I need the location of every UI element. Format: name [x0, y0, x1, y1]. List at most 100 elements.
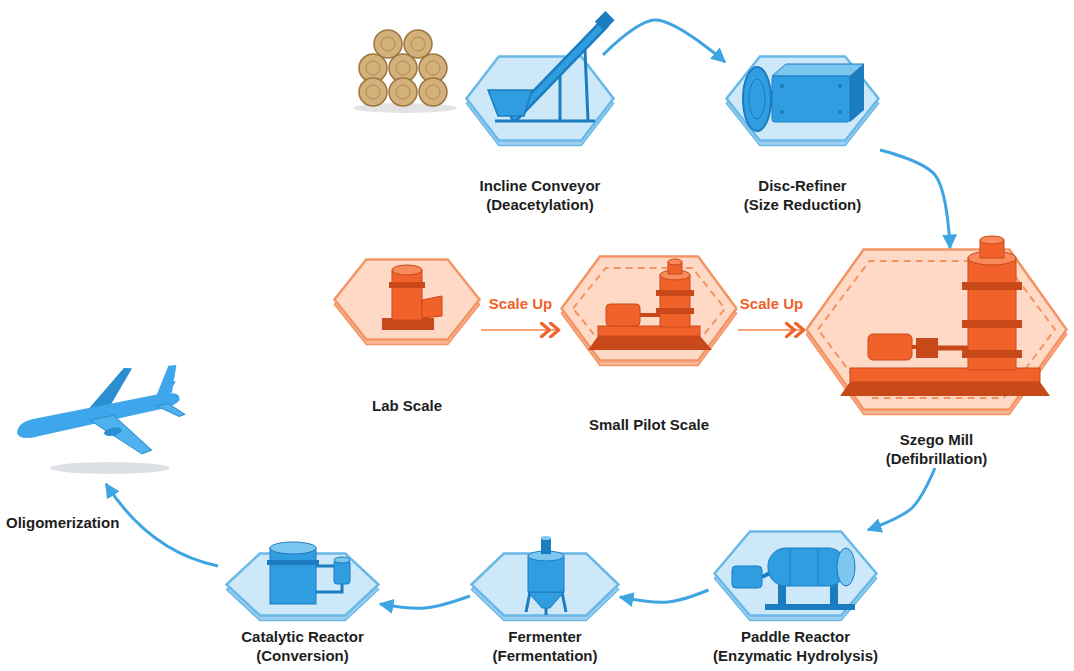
szego-mill-illustration-part: [868, 334, 912, 360]
fermenter-illustration-part: [541, 538, 551, 554]
hexagon-outline: [725, 55, 880, 147]
hay-bales-part: [411, 37, 425, 51]
equipment-name: Szego Mill: [900, 430, 973, 449]
conveyor-illustration-part: [595, 11, 615, 31]
label-stack: Szego Mill(Defibrillation): [805, 248, 1068, 468]
process-hexagon: Disc-Refiner(Size Reduction): [725, 55, 880, 214]
hay-bales-part: [404, 30, 432, 58]
process-hexagon: Lab Scale: [333, 258, 481, 415]
process-name: (Defibrillation): [886, 449, 988, 468]
catalytic-reactor-illustration-part: [334, 560, 350, 584]
hexagon-face: [562, 257, 737, 361]
process-hexagon: Paddle Reactor(Enzymatic Hydrolysis): [709, 530, 883, 665]
flow-arrow-to-airplane: [106, 484, 218, 566]
hay-bales-part: [396, 61, 410, 75]
hexagon-outline: [560, 255, 738, 367]
scale-up-arrow: [481, 329, 560, 331]
catalytic-reactor-illustration-part: [270, 548, 316, 604]
disc-refiner-illustration-part: [772, 76, 850, 122]
disc-refiner-illustration-part: [780, 84, 784, 88]
hay-bales-part: [381, 37, 395, 51]
paddle-reactor-illustration-part: [778, 584, 786, 606]
paddle-reactor-illustration-part: [830, 584, 838, 606]
szego-mill-illustration-part: [912, 345, 916, 349]
flow-arrow: [620, 590, 709, 602]
pilot-mill-illustration-part: [660, 275, 690, 327]
hay-bales-part: [366, 85, 380, 99]
pilot-mill-illustration-part: [588, 336, 712, 350]
airplane-illustration-part-part: [90, 409, 152, 463]
equipment-name: Lab Scale: [372, 396, 442, 415]
hay-bales-part: [359, 78, 387, 106]
hexagon-face: [467, 57, 614, 141]
label-stack: Paddle Reactor(Enzymatic Hydrolysis): [709, 530, 883, 665]
hay-bales-part: [389, 78, 417, 106]
catalytic-reactor-illustration-part: [267, 560, 319, 565]
hexagon-outline: [225, 552, 380, 622]
airplane-illustration-part-part: [15, 388, 181, 440]
hexagon-outline: [465, 55, 615, 147]
flow-arrow: [603, 20, 725, 62]
szego-mill-illustration-part: [962, 350, 1022, 358]
lab-mill-illustration-part: [392, 270, 422, 320]
hay-bales-part: [396, 85, 410, 99]
label-stack: Catalytic Reactor(Conversion): [225, 552, 380, 665]
hexagon-outline: [470, 552, 620, 622]
edge-label: Scale Up: [486, 294, 555, 313]
disc-refiner-illustration-part: [838, 110, 842, 114]
hay-bales-part: [426, 61, 440, 75]
fermenter-illustration-part: [541, 536, 551, 540]
paddle-reactor-illustration-part: [837, 548, 855, 586]
process-hexagon: Small Pilot Scale: [560, 255, 738, 434]
flow-arrow: [380, 596, 470, 608]
disc-refiner-illustration: [743, 64, 864, 131]
label-stack: Incline Conveyor(Deacetylation): [465, 55, 615, 214]
hexagon-face: [727, 57, 879, 141]
airplane-illustration-part: [50, 462, 170, 474]
lab-mill-illustration-part: [392, 265, 422, 275]
paddle-reactor-illustration-part: [818, 549, 819, 585]
szego-mill-illustration-part: [980, 236, 1004, 244]
process-hexagon: Fermenter(Fermentation): [470, 552, 620, 665]
airplane-illustration-part-part: [151, 364, 182, 396]
conveyor-illustration-part: [495, 120, 595, 123]
szego-mill-illustration-part: [916, 338, 938, 358]
paddle-reactor-illustration-part: [790, 549, 791, 585]
szego-mill-illustration-part: [962, 282, 1022, 290]
hay-bales-part: [366, 61, 380, 75]
process-name: (Fermentation): [493, 646, 598, 665]
hexagon-face: [807, 250, 1067, 410]
hay-bales: [353, 30, 457, 113]
edge-label: Scale Up: [737, 294, 806, 313]
equipment-name: Paddle Reactor: [741, 627, 850, 646]
label-stack: Fermenter(Fermentation): [470, 552, 620, 665]
equipment-name: Fermenter: [508, 627, 581, 646]
process-name: (Enzymatic Hydrolysis): [713, 646, 878, 665]
hay-bales-part: [426, 85, 440, 99]
pilot-mill-illustration-part: [656, 290, 694, 296]
label-stack: Disc-Refiner(Size Reduction): [725, 55, 880, 214]
process-name: (Conversion): [256, 646, 349, 665]
label-stack: Lab Scale: [333, 258, 481, 415]
szego-mill-illustration-part: [962, 320, 1022, 328]
process-hexagon: Incline Conveyor(Deacetylation): [465, 55, 615, 214]
airplane-illustration-part-part: [156, 401, 185, 421]
hexagon-face: [227, 554, 379, 616]
process-name: (Deacetylation): [486, 195, 594, 214]
disc-refiner-illustration-part: [780, 110, 784, 114]
disc-refiner-illustration-part: [743, 67, 771, 131]
hexagon-face: [472, 554, 619, 616]
label-stack: Small Pilot Scale: [560, 255, 738, 434]
hay-bales-part: [374, 30, 402, 58]
hexagon-outline: [333, 258, 481, 346]
conveyor-illustration-part: [559, 76, 562, 121]
flow-arrow: [868, 468, 935, 530]
catalytic-reactor-illustration-part: [334, 557, 350, 563]
hexagon-face: [715, 532, 877, 616]
process-hexagon: Szego Mill(Defibrillation): [805, 248, 1068, 468]
hexagon-outline: [805, 248, 1068, 416]
pilot-mill-illustration-part: [656, 308, 694, 314]
